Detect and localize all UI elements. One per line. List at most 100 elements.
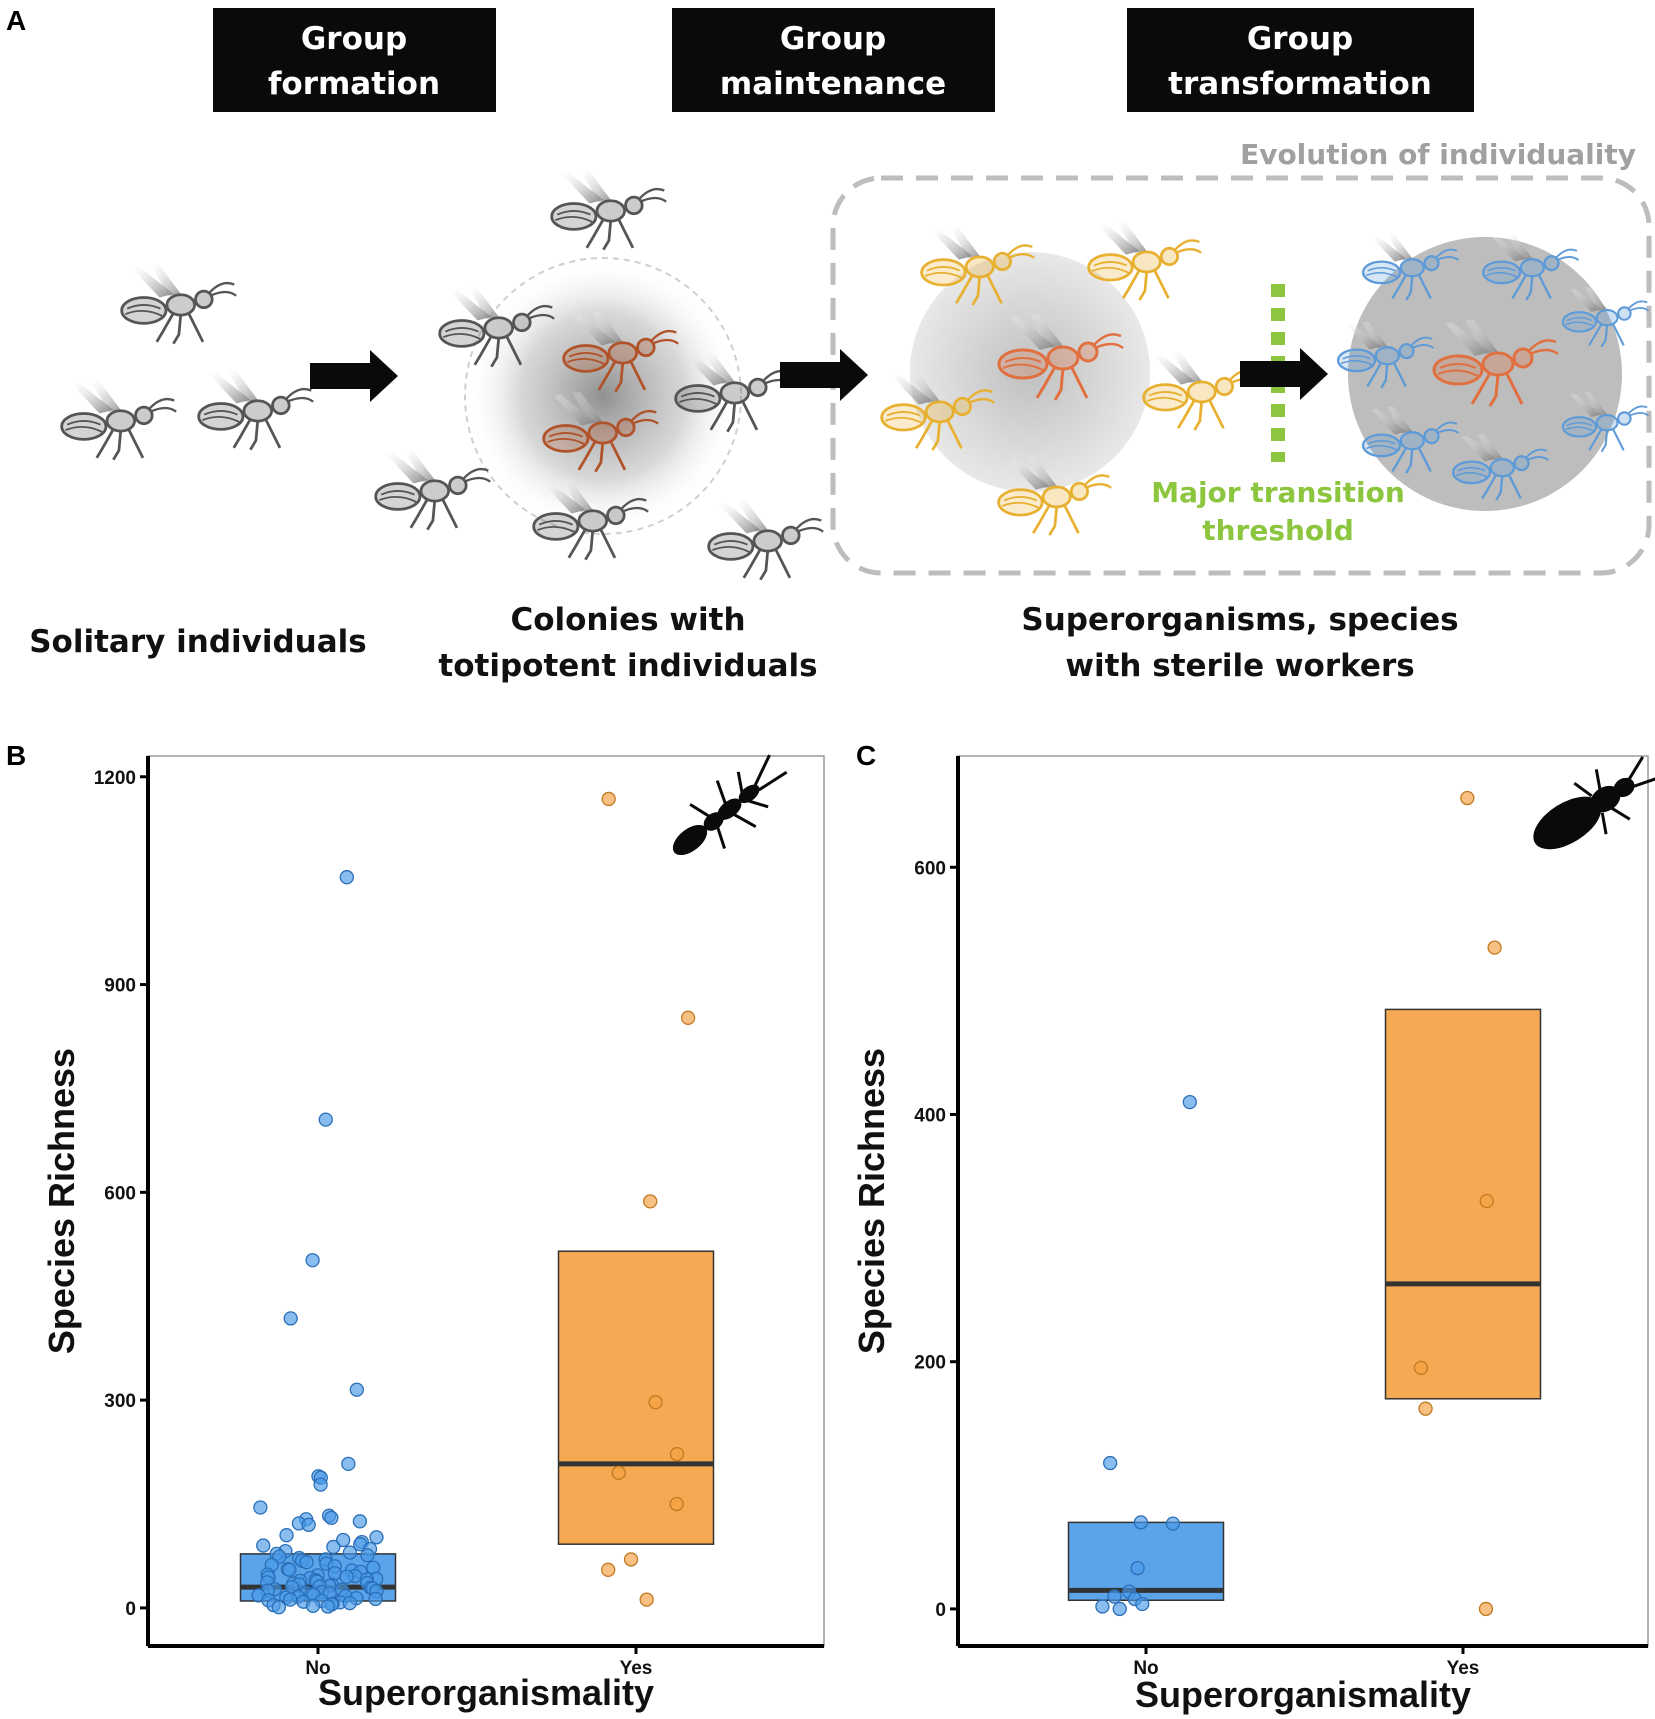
- data-point: [282, 1562, 297, 1577]
- y-tick-label: 900: [104, 976, 136, 997]
- arrow-right-icon: [780, 349, 868, 401]
- plot-area: [957, 755, 1649, 1647]
- point-layer: [251, 791, 696, 1615]
- colony-circle: [465, 258, 741, 534]
- stage-transformation-line1: Group: [1247, 21, 1353, 57]
- data-point: [342, 1545, 358, 1560]
- y-axis-title: Species Richness: [41, 1048, 82, 1354]
- panel-c-letter: C: [856, 740, 876, 771]
- plot-area: [147, 755, 825, 1647]
- data-point: [313, 1477, 328, 1492]
- data-point: [336, 1532, 351, 1548]
- stage-box-bg: [213, 8, 496, 112]
- data-point: [352, 1514, 368, 1529]
- data-point: [648, 1395, 663, 1410]
- data-point: [611, 1465, 626, 1480]
- caption-super-line1: Superorganisms, species: [1021, 602, 1458, 638]
- arrow-right-icon: [310, 350, 398, 402]
- wasp-icon: [550, 168, 668, 252]
- data-point: [623, 1552, 639, 1567]
- data-point: [339, 1569, 354, 1584]
- y-tick-label: 1200: [94, 768, 136, 789]
- data-point: [341, 1456, 356, 1471]
- wasp-icon: [1142, 350, 1258, 432]
- data-point: [253, 1500, 268, 1515]
- x-axis-title: Superorganismality: [1135, 1674, 1471, 1715]
- data-point: [669, 1446, 685, 1462]
- x-tick-label: No: [305, 1658, 330, 1679]
- data-point: [327, 1566, 342, 1581]
- caption-colonies-line2: totipotent individuals: [438, 648, 817, 684]
- wasp-icon: [374, 448, 492, 532]
- stage-formation-line1: Group: [301, 21, 407, 57]
- data-point: [1133, 1515, 1149, 1530]
- data-point: [324, 1510, 339, 1526]
- data-point: [601, 791, 616, 807]
- x-tick-label: Yes: [1447, 1658, 1480, 1679]
- data-point: [1095, 1599, 1110, 1614]
- termite-icon: [1533, 756, 1655, 850]
- x-tick-label: Yes: [620, 1658, 653, 1679]
- stage-box-transformation: Group transformation: [1127, 8, 1474, 112]
- y-tick-label: 0: [935, 1600, 946, 1621]
- data-point: [1413, 1360, 1429, 1376]
- panel-a: A Group formation Group maintenance Grou…: [6, 5, 1652, 684]
- box-layer: [1067, 1008, 1542, 1602]
- y-tick-label: 400: [914, 1105, 946, 1126]
- colony-group: [374, 168, 825, 582]
- data-point: [279, 1528, 294, 1543]
- solitary-wasps: [60, 262, 315, 462]
- caption-colonies-line1: Colonies with: [510, 602, 745, 638]
- x-axis-title: Superorganismality: [318, 1672, 654, 1713]
- data-point: [368, 1591, 383, 1607]
- data-point: [320, 1599, 335, 1614]
- data-point: [349, 1382, 364, 1397]
- data-point: [305, 1253, 320, 1268]
- data-point: [1112, 1601, 1127, 1617]
- data-point: [639, 1592, 654, 1607]
- threshold-label-line1: Major transition: [1151, 476, 1405, 509]
- x-ticks: No Yes: [1133, 1646, 1479, 1679]
- y-tick-label: 600: [914, 858, 946, 879]
- data-point: [1107, 1589, 1122, 1604]
- data-point: [369, 1530, 384, 1545]
- wasp-icon: [120, 262, 238, 346]
- wasp-icon: [60, 378, 178, 462]
- box-no: [1067, 1521, 1225, 1602]
- data-point: [1460, 790, 1475, 806]
- y-tick-label: 0: [125, 1599, 136, 1620]
- caption-super-line2: with sterile workers: [1065, 648, 1414, 684]
- stage-box-bg: [1127, 8, 1474, 112]
- caption-solitary: Solitary individuals: [29, 624, 367, 660]
- stage-maintenance-line2: maintenance: [720, 66, 946, 102]
- superorganism-gold: [880, 220, 1258, 537]
- data-point: [360, 1548, 375, 1563]
- data-point: [283, 1592, 298, 1607]
- data-point: [1182, 1094, 1197, 1110]
- data-point: [271, 1600, 287, 1615]
- data-point: [643, 1194, 658, 1209]
- data-point: [1130, 1560, 1145, 1576]
- x-tick-label: No: [1133, 1658, 1158, 1679]
- wasp-icon: [197, 368, 315, 452]
- stage-box-formation: Group formation: [213, 8, 496, 112]
- box-yes: [557, 1250, 715, 1545]
- stage-box-maintenance: Group maintenance: [672, 8, 995, 112]
- x-ticks: No Yes: [305, 1646, 652, 1679]
- data-point: [256, 1538, 271, 1553]
- superorganism-blue: [1336, 232, 1650, 511]
- data-point: [1478, 1601, 1494, 1617]
- data-point: [305, 1598, 321, 1613]
- data-point: [342, 1595, 357, 1611]
- panel-b-letter: B: [6, 740, 26, 771]
- stage-box-bg: [672, 8, 995, 112]
- arrow-right-icon: [1240, 348, 1328, 400]
- stage-maintenance-line1: Group: [780, 21, 886, 57]
- threshold-label-line2: threshold: [1202, 514, 1354, 547]
- box-yes: [1384, 1008, 1542, 1400]
- data-point: [1418, 1401, 1433, 1416]
